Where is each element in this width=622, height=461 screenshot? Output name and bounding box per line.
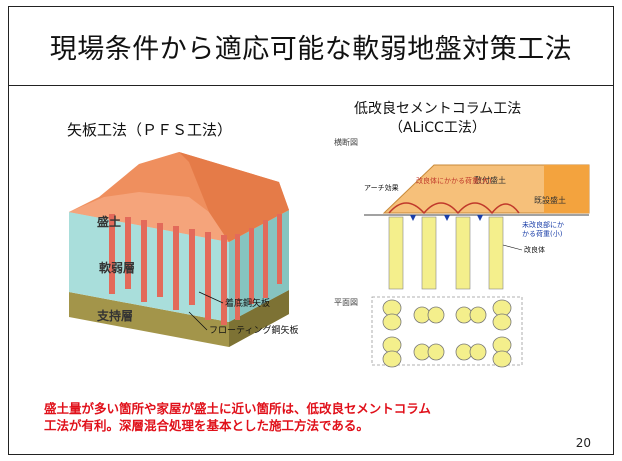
new-fill-label: 敷付盛土 bbox=[474, 175, 506, 185]
improved-columns bbox=[388, 216, 504, 290]
right-figure-caption-line2: （ALiCC工法） bbox=[389, 120, 486, 136]
page-number: 20 bbox=[575, 436, 591, 450]
bearing-pile-label: 着底鋼矢板 bbox=[225, 297, 270, 309]
load-large-label: 改良体にかかる荷重(大) bbox=[416, 176, 492, 185]
sheet-piles bbox=[109, 214, 282, 325]
support-layer-label: 支持層 bbox=[96, 308, 133, 323]
slide-title: 現場条件から適応可能な軟弱地盤対策工法 bbox=[49, 33, 573, 65]
soft-layer-label: 軟弱層 bbox=[99, 260, 135, 275]
sheet-pile-diagram: 盛土 軟弱層 支持層 着底鋼矢板 フローティング鋼矢板 bbox=[69, 152, 298, 347]
note-line-2: 工法が有利。深層混合処理を基本とした施工方法である。 bbox=[44, 418, 369, 433]
arch-effect-label: アーチ効果 bbox=[364, 183, 399, 192]
note-line-1: 盛土量が多い箇所や家屋が盛土に近い箇所は、低改良セメントコラム bbox=[44, 401, 431, 416]
plan-columns bbox=[382, 299, 512, 368]
title-divider bbox=[9, 85, 613, 86]
improved-body-label: 改良体 bbox=[524, 245, 545, 254]
existing-fill-label: 既設盛土 bbox=[534, 195, 566, 205]
arch-curves bbox=[388, 202, 520, 215]
left-figure-caption: 矢板工法（ＰＦＳ工法） bbox=[67, 121, 233, 139]
slide: 現場条件から適応可能な軟弱地盤対策工法 矢板工法（ＰＦＳ工法） 低改良セメントコ… bbox=[8, 6, 614, 455]
right-figure-caption-line1: 低改良セメントコラム工法 bbox=[354, 101, 522, 117]
cross-section-label: 横断図 bbox=[334, 137, 358, 147]
load-small-label-2: かる荷重(小) bbox=[522, 229, 563, 238]
floating-pile-label: フローティング鋼矢板 bbox=[209, 324, 298, 336]
fill-label: 盛土 bbox=[97, 214, 121, 229]
load-small-label-1: 未改良部にか bbox=[522, 220, 564, 229]
plan-view-label: 平面図 bbox=[334, 298, 358, 307]
note-text: 盛土量が多い箇所や家屋が盛土に近い箇所は、低改良セメントコラム 工法が有利。深層… bbox=[44, 400, 431, 434]
alicc-diagram: 横断図 敷付盛土 既設盛土 アーチ効果 改良体にかかる荷重(大) 未改良部にか … bbox=[334, 137, 590, 368]
load-arrows bbox=[410, 215, 483, 221]
